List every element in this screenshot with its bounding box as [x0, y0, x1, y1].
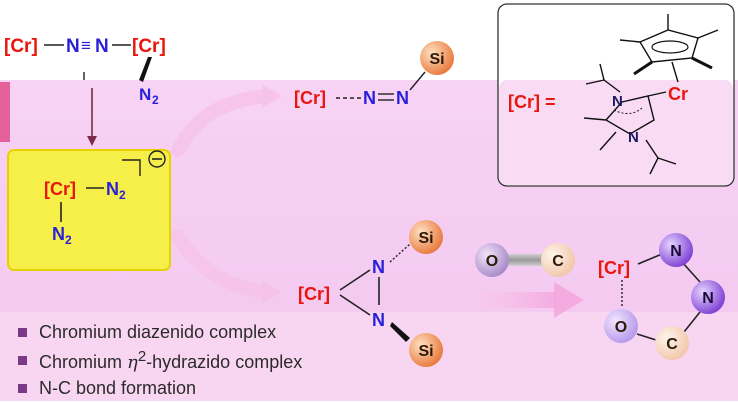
carbon-sphere — [655, 326, 689, 360]
cr-label: [Cr] — [298, 284, 330, 304]
nitrogen-atom: N — [372, 310, 385, 330]
aromatic-circle — [651, 40, 689, 54]
n2-ligand: N — [106, 179, 119, 199]
methyl — [691, 56, 713, 70]
carbon-sphere — [541, 243, 575, 277]
carbene-bond — [647, 91, 667, 97]
hydrazido-ring: [Cr] N N Si Si — [298, 220, 443, 367]
left-accent-bar — [0, 82, 10, 142]
bond — [409, 71, 426, 91]
arrow-head — [262, 280, 282, 304]
cp-cr-bond — [671, 61, 679, 83]
carbon-monoxide: O C — [475, 243, 575, 277]
cr-label-left: [Cr] — [4, 36, 38, 57]
silicon-sphere — [420, 41, 454, 75]
bond — [681, 261, 701, 283]
methyl — [619, 39, 641, 43]
bullet-item: Chromium η2-hydrazido complex — [18, 346, 302, 374]
highlight-box — [7, 149, 171, 271]
cr-label-right: [Cr] — [132, 36, 166, 57]
summary-bullets: Chromium diazenido complex Chromium η2-h… — [18, 318, 302, 402]
isopropyl — [657, 157, 677, 165]
bond — [339, 269, 371, 291]
n-label: N — [702, 290, 714, 307]
wedge-bond — [390, 322, 410, 342]
bullet-marker — [18, 327, 27, 337]
oxygen-sphere — [604, 309, 638, 343]
nitrogen-atom: N — [396, 88, 409, 108]
n2-ligand: N — [139, 85, 151, 104]
charge-bracket — [122, 159, 141, 176]
c-label: C — [552, 253, 564, 270]
curved-arrow-lower — [171, 229, 275, 299]
diazenido-complex-box: [Cr] N 2 N 2 — [7, 149, 171, 271]
silyl-diazenido: [Cr] N N Si — [294, 41, 454, 108]
reduction-arrow — [87, 88, 97, 146]
nitrogen-atom: N — [95, 36, 109, 57]
cr-equals-label: [Cr] = — [508, 92, 556, 112]
bond — [636, 333, 657, 341]
bond — [683, 311, 701, 333]
si-label: Si — [418, 343, 433, 360]
silicon-sphere — [409, 220, 443, 254]
nitrogen-sphere — [691, 280, 725, 314]
cr-label: [Cr] — [294, 88, 326, 108]
bullet-item: N-C bond formation — [18, 374, 302, 402]
wedge-bond — [139, 57, 152, 82]
c-label: C — [666, 336, 678, 353]
subscript: 2 — [152, 93, 159, 107]
bullet-marker — [18, 383, 27, 393]
bond — [637, 253, 663, 265]
cr-definition-box: [Cr] = Cr N N — [497, 3, 735, 187]
methyl — [697, 29, 719, 39]
cr-label: [Cr] — [598, 258, 630, 278]
isopropyl — [585, 79, 605, 85]
bond — [339, 294, 371, 316]
methyl — [599, 131, 617, 151]
negative-charge-icon — [148, 150, 166, 168]
dinitrogen-complex: [Cr] N ≡ N [Cr] N 2 — [4, 36, 166, 107]
subscript: 2 — [65, 233, 72, 247]
cr-atom-label: Cr — [668, 84, 688, 104]
n-label: N — [670, 243, 682, 260]
bullet-text: Chromium η2-hydrazido complex — [39, 347, 303, 373]
bullet-item: Chromium diazenido complex — [18, 318, 302, 346]
hashed-bond — [389, 243, 411, 263]
isopropyl — [645, 139, 659, 159]
silicon-sphere — [409, 333, 443, 367]
nitrogen-atom: N — [628, 129, 639, 146]
bullet-marker — [18, 355, 27, 365]
o-label: O — [486, 253, 498, 270]
arrow-head — [262, 84, 282, 108]
nitrogen-sphere — [659, 233, 693, 267]
methyl — [583, 117, 607, 121]
n2-ligand: N — [52, 224, 65, 244]
o-label: O — [615, 319, 627, 336]
isopropyl — [649, 157, 659, 175]
triple-bond: ≡ — [81, 36, 91, 55]
subscript: 2 — [119, 188, 126, 202]
reaction-arrow — [478, 292, 556, 308]
methyl — [633, 60, 653, 76]
nitrogen-atom: N — [363, 88, 376, 108]
bullet-text: Chromium diazenido complex — [39, 321, 277, 342]
nitrogen-atom: N — [66, 36, 80, 57]
oxygen-sphere — [475, 243, 509, 277]
isopropyl — [599, 63, 605, 81]
metallacycle-product: [Cr] N N O C — [598, 233, 725, 360]
si-label: Si — [429, 51, 444, 68]
nitrogen-atom: N — [372, 257, 385, 277]
imidazole-ring — [604, 95, 655, 135]
si-label: Si — [418, 230, 433, 247]
bullet-text: N-C bond formation — [39, 377, 197, 398]
nitrogen-atom: N — [612, 93, 623, 110]
curved-arrow-upper — [171, 89, 275, 157]
arrow-head — [554, 282, 584, 318]
isopropyl — [603, 79, 621, 93]
cr-label: [Cr] — [44, 179, 76, 199]
cp-star-ring — [638, 29, 699, 63]
